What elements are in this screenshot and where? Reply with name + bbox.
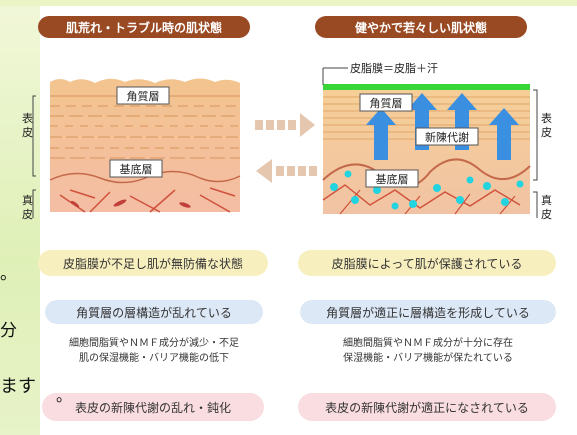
sebum-film	[323, 84, 530, 90]
turnover-arrows	[366, 93, 519, 160]
left-layer-bracket	[32, 95, 36, 218]
right-skin-cross-section	[322, 84, 531, 215]
left-basal-layer-box	[109, 159, 163, 178]
worsen-arrow	[256, 159, 317, 183]
background-strip	[0, 0, 577, 6]
skin-diagram: 角質層 基底層 表 皮 真 皮	[22, 61, 556, 221]
right-basal-layer-label: 基底層	[376, 172, 409, 186]
left-layer-status: 角質層の層構造が乱れている	[45, 300, 263, 324]
right-basal-layer-box	[365, 169, 419, 188]
left-epidermis-char: 皮	[22, 126, 33, 139]
right-header: 健やかで若々しい肌状態	[315, 16, 527, 38]
left-note-line-1: 細胞間脂質やＮＭＦ成分が減少・不足	[69, 338, 239, 349]
left-stratum-corneum-box	[116, 86, 170, 105]
left-header: 肌荒れ・トラブル時の肌状態	[38, 16, 250, 38]
sebum-film-label: 皮脂膜＝皮脂＋汗	[350, 61, 438, 75]
left-epidermis-char: 表	[22, 111, 33, 125]
right-epidermis-char: 皮	[541, 126, 552, 139]
turnover-label: 新陳代謝	[425, 130, 469, 144]
background-text-fragment: 。	[0, 264, 17, 284]
left-skin-cross-section	[49, 78, 241, 213]
left-note-line-2: 肌の保湿機能・バリア機能の低下	[79, 353, 229, 364]
right-note-line-2: 保湿機能・バリア機能が保たれている	[343, 353, 513, 364]
right-layer-bracket	[533, 89, 538, 218]
left-turnover-status: 表皮の新陳代謝の乱れ・鈍化	[42, 393, 264, 421]
right-epidermis-char: 表	[541, 111, 552, 125]
left-sebum-status: 皮脂膜が不足し肌が無防備な状態	[38, 250, 268, 276]
improve-arrow	[255, 113, 315, 137]
svg-text:表 皮: 表 皮	[22, 111, 37, 139]
left-stratum-corneum-label: 角質層	[127, 89, 160, 103]
right-sebum-status: 皮脂膜によって肌が保護されている	[298, 250, 556, 276]
right-layer-status: 角質層が適正に層構造を形成している	[300, 300, 556, 324]
right-turnover-status: 表皮の新陳代謝が適正になされている	[298, 393, 556, 421]
background-text-fragment: 。	[56, 386, 73, 405]
right-stratum-corneum-box	[359, 93, 413, 112]
left-moisture-note: 細胞間脂質やＮＭＦ成分が減少・不足 肌の保湿機能・バリア機能の低下	[45, 336, 263, 366]
right-dermis-char: 皮	[541, 208, 552, 221]
background-text-fragment: ます	[0, 376, 36, 397]
svg-text:表 皮: 表 皮	[541, 111, 556, 139]
right-stratum-corneum-label: 角質層	[370, 96, 403, 110]
svg-text:真 皮: 真 皮	[541, 193, 556, 221]
fibroblast-cells	[330, 170, 524, 210]
right-moisture-note: 細胞間脂質やＮＭＦ成分が十分に存在 保湿機能・バリア機能が保たれている	[300, 336, 556, 366]
svg-text:真 皮: 真 皮	[22, 193, 37, 221]
left-basal-layer-label: 基底層	[120, 162, 153, 176]
background-text-fragment: 分	[0, 321, 17, 341]
right-note-line-1: 細胞間脂質やＮＭＦ成分が十分に存在	[343, 338, 513, 349]
right-dermis-char: 真	[541, 193, 552, 207]
left-dermis-char: 皮	[22, 208, 33, 221]
turnover-box	[415, 127, 479, 146]
left-dermis-char: 真	[22, 193, 33, 207]
